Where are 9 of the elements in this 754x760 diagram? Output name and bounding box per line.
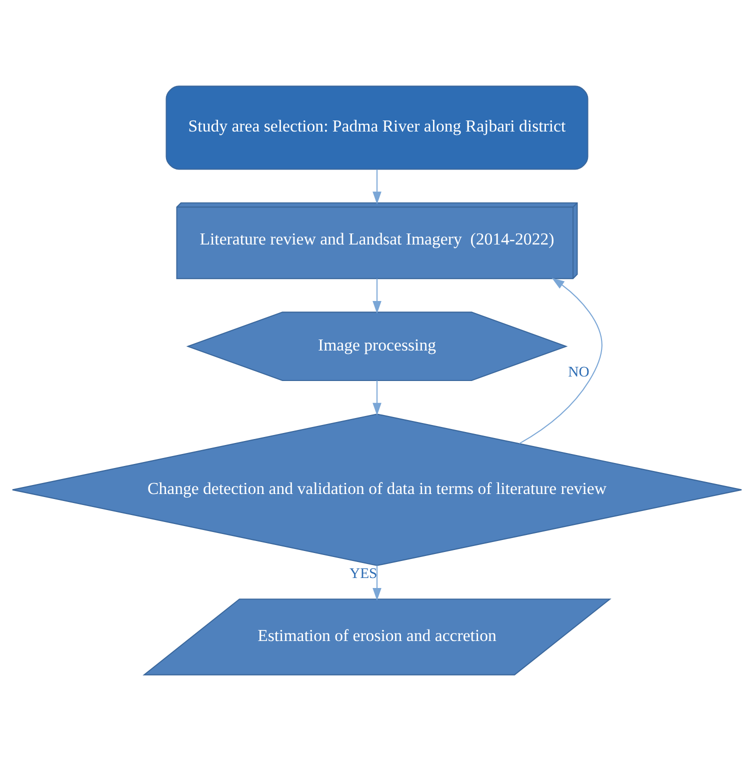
edge-label: NO <box>568 364 590 380</box>
arrow <box>372 278 382 314</box>
arrow <box>372 380 382 416</box>
arrow <box>372 565 382 600</box>
arrow <box>519 277 602 444</box>
node-box: Study area selection: Padma River along Rajbari district <box>166 85 588 170</box>
edge-label: YES <box>349 566 378 582</box>
arrow <box>372 168 382 204</box>
node-diamond: Change detection and validation of data in terms of literature review <box>12 413 742 566</box>
